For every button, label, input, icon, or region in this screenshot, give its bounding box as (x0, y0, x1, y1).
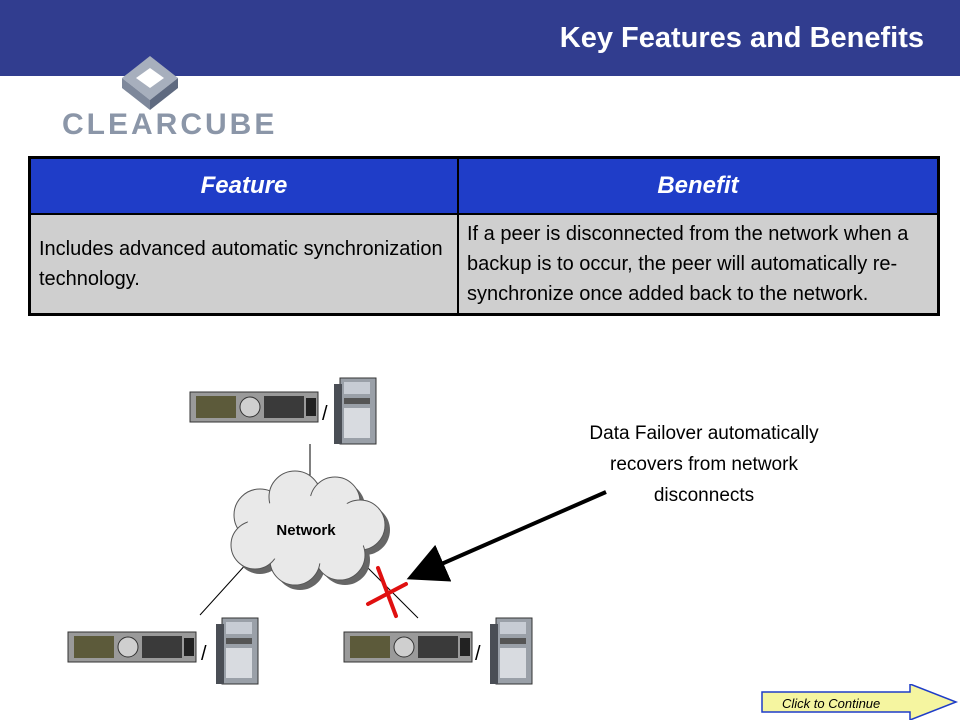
link-line-left (199, 561, 249, 616)
separator-slash-left: / (201, 643, 207, 665)
logo-wordmark: CLEARCUBE (62, 108, 278, 141)
column-header-benefit: Benefit (457, 156, 940, 215)
blade-server-right-icon (343, 631, 473, 663)
column-header-feature: Feature (28, 156, 459, 215)
blade-server-left-icon (67, 631, 197, 663)
caption-line: disconnects (653, 485, 755, 506)
cloud-label: Network (276, 522, 336, 539)
click-to-continue-button[interactable] (760, 684, 960, 720)
continue-label[interactable]: Click to Continue (782, 696, 881, 711)
caption-line: recovers from network (610, 454, 798, 475)
feature-benefit-table: Feature Benefit Includes advanced automa… (28, 156, 940, 316)
feature-cell: Includes advanced automatic synchronizat… (28, 213, 459, 316)
page-title: Key Features and Benefits (559, 22, 924, 54)
clearcube-logo-icon (122, 56, 178, 110)
tower-pc-right-icon (490, 617, 533, 685)
tower-pc-left-icon (216, 617, 259, 685)
pointer-arrow-icon (406, 490, 607, 582)
link-line-right (361, 561, 419, 619)
network-diagram: Network / / / (67, 377, 607, 685)
separator-slash-right: / (475, 643, 481, 665)
disconnect-mark-icon (366, 566, 408, 618)
header-bar (0, 0, 960, 76)
table-header-row: Feature Benefit (28, 156, 940, 215)
separator-slash-top: / (322, 403, 328, 425)
tower-pc-top-icon (334, 377, 377, 445)
benefit-cell: If a peer is disconnected from the netwo… (457, 213, 940, 316)
table-row: Includes advanced automatic synchronizat… (28, 213, 940, 316)
caption-line: Data Failover automatically (589, 423, 819, 444)
blade-server-top-icon (189, 391, 319, 423)
network-cloud-icon (230, 470, 390, 590)
diagram-caption: Data Failover automatically recovers fro… (540, 418, 868, 511)
